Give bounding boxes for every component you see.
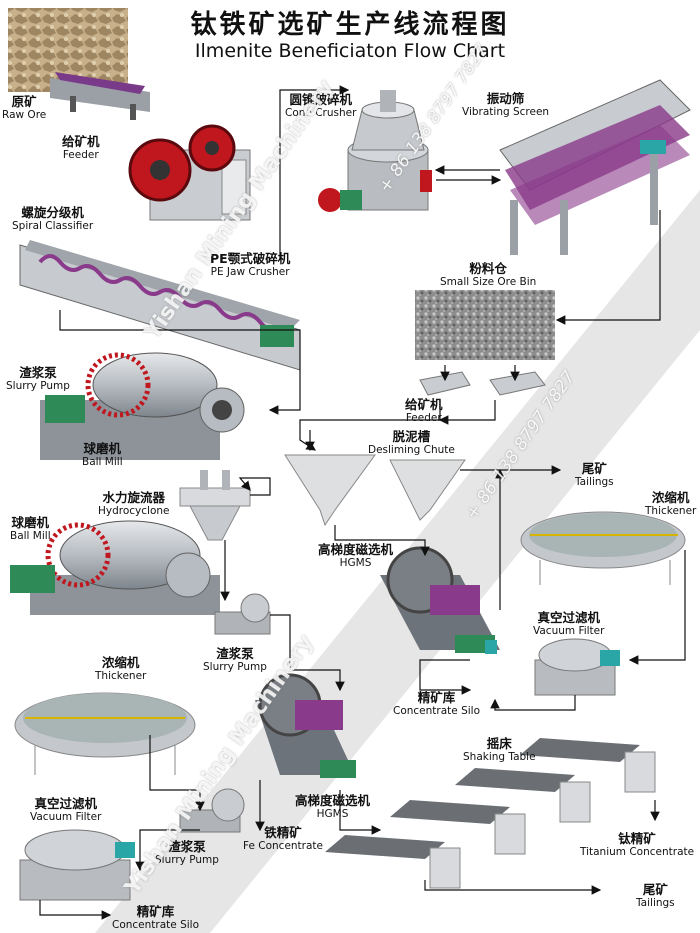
spiral-classifier [19, 240, 301, 371]
shaking-tables [325, 738, 656, 889]
jaw-crusher [128, 124, 251, 221]
vacuum-filter-1 [534, 638, 620, 696]
slurry-pump-2 [214, 593, 271, 635]
hgms-2 [255, 673, 356, 778]
slurry-pump-3 [179, 788, 245, 833]
vibrating-screen [499, 79, 691, 255]
cone-crusher [318, 90, 432, 212]
title-en: Ilmenite Beneficiaton Flow Chart [194, 40, 506, 62]
hydrocyclone [179, 470, 251, 541]
top-feeder [50, 72, 150, 120]
desliming-chute [284, 454, 466, 527]
ball-mill-1 [40, 352, 245, 460]
title-cn: 钛铁矿选矿生产线流程图 [190, 10, 510, 40]
vacuum-filter-2 [19, 829, 135, 901]
ball-mill-2 [10, 520, 220, 615]
thickener-1 [520, 511, 686, 585]
small-size-ore-bin [415, 290, 555, 360]
hgms-1 [380, 546, 500, 654]
